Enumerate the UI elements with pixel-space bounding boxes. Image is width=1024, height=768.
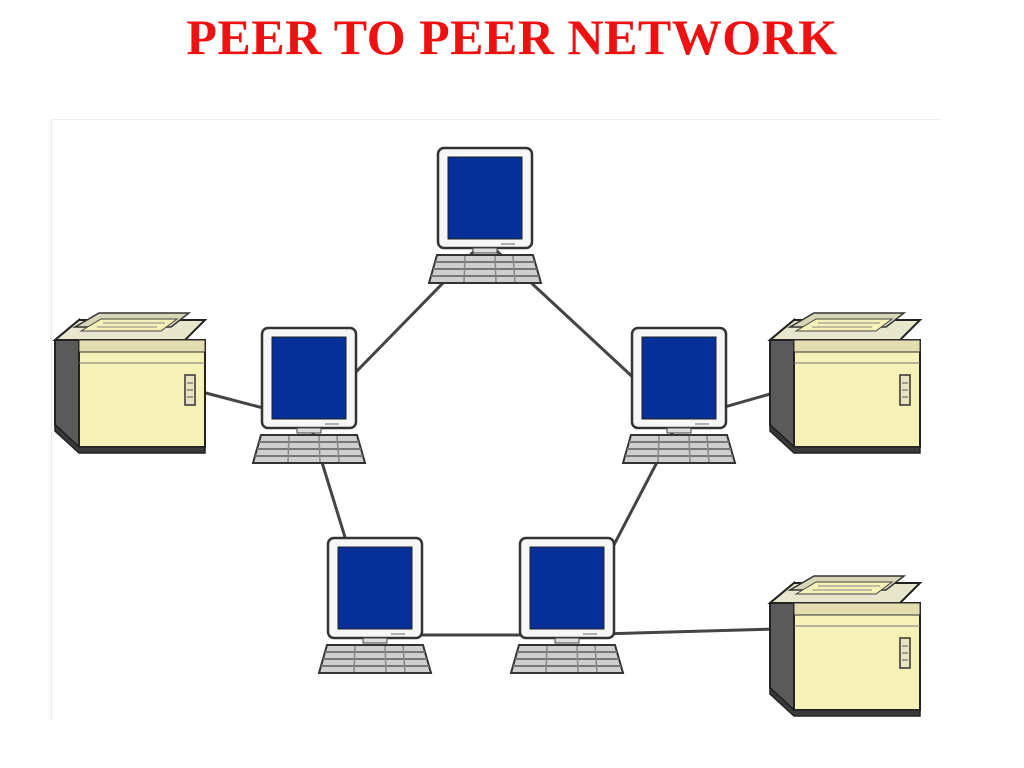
computer-right-icon	[621, 326, 737, 465]
computer-left-icon	[251, 326, 367, 465]
network-diagram	[51, 119, 941, 720]
printer-right-icon	[769, 312, 921, 454]
computer-bottom-left-icon	[317, 536, 433, 675]
printer-left-icon	[54, 312, 206, 454]
nodes-layer	[54, 146, 921, 717]
computer-top-icon	[427, 146, 543, 285]
printer-bottom-right-icon	[769, 575, 921, 717]
network-svg	[54, 146, 921, 717]
page-title: PEER TO PEER NETWORK	[186, 9, 838, 65]
computer-bottom-right-icon	[509, 536, 625, 675]
